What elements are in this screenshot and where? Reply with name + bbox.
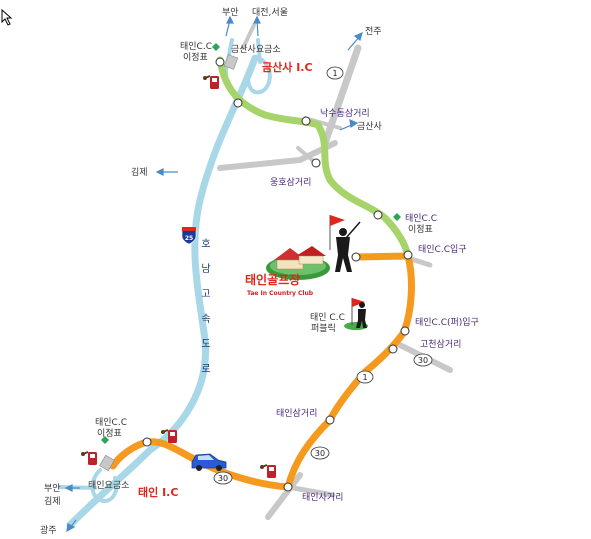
direction-arrows xyxy=(64,15,363,533)
sign-bot-line1: 태인C.C xyxy=(95,417,127,428)
dot-ungho xyxy=(311,158,321,168)
highway-name: 호 남 고 속 도 로 xyxy=(201,238,210,375)
club-name-en: Tae In Country Club xyxy=(247,290,314,297)
public-line2: 퍼블릭 xyxy=(311,322,336,334)
ungho-label: 웅호삼거리 xyxy=(270,177,311,188)
route-badge-r1-top: 1 xyxy=(326,66,344,80)
green-route xyxy=(216,56,412,260)
dir-buan-bottom: 부안 xyxy=(44,483,61,494)
svg-text:호: 호 xyxy=(201,238,210,250)
dot-taeinsa xyxy=(283,482,293,492)
arrow-gimje-mid-icon xyxy=(155,168,178,176)
public-golf-illustration xyxy=(344,298,368,330)
arrow-daejeon-icon xyxy=(253,15,261,37)
gocheon-label: 고천삼거리 xyxy=(420,339,461,350)
arrow-buan-bottom-icon xyxy=(64,484,80,492)
gas-station-icon xyxy=(81,451,97,465)
sign-mid-line1: 태인C.C xyxy=(405,213,437,224)
dot-gocheon xyxy=(388,344,398,354)
mouse-cursor-icon xyxy=(1,8,13,26)
taein-toll-label: 태인요금소 xyxy=(88,480,129,491)
club-name-ko: 태인골프장 xyxy=(245,272,300,287)
dot-naksu xyxy=(301,116,311,126)
taeinsa-label: 태인사거리 xyxy=(302,492,343,503)
gas-station-icon xyxy=(203,75,219,89)
arrow-jeonju-icon xyxy=(347,31,363,51)
svg-text:고: 고 xyxy=(201,289,210,300)
gas-station-icons xyxy=(81,75,276,478)
public-entrance-label: 태인C.C(퍼)입구 xyxy=(415,316,479,328)
arrow-gwangju-icon xyxy=(66,519,77,533)
naksu-label: 낙수동삼거리 xyxy=(320,108,370,119)
road-taeinsa-east xyxy=(285,484,336,498)
golfer-silhouette-icon xyxy=(335,221,361,272)
toll-booths xyxy=(99,54,239,472)
svg-text:30: 30 xyxy=(315,449,325,458)
dir-buan-top: 부안 xyxy=(222,7,239,18)
dir-geumsansa: 금산사 xyxy=(357,121,383,132)
route-badges: 1 30 1 30 30 xyxy=(213,66,433,485)
route-badge-r30-car: 30 xyxy=(213,471,233,485)
direction-labels: 부안 대전,서울 전주 금산사 김제 부안 김제 광주 xyxy=(40,7,383,536)
place-labels: 금산사 I.C 금산사요금소 태인C.C 이정표 낙수동삼거리 웅호삼거리 태인… xyxy=(88,41,479,503)
dot-geumsan-ic xyxy=(215,57,225,67)
sign-mid-diamond-icon xyxy=(393,213,401,221)
svg-text:속: 속 xyxy=(201,313,210,325)
road-top-north xyxy=(241,23,256,50)
dir-gimje-mid: 김제 xyxy=(131,166,148,178)
public-line1: 태인 C.C xyxy=(310,312,345,323)
svg-text:도: 도 xyxy=(201,339,210,350)
route-badge-r30-gocheon: 30 xyxy=(413,353,433,367)
dir-jeonju: 전주 xyxy=(365,26,382,37)
highway-shield-icon: 25 xyxy=(181,226,197,245)
dot-taein-ic xyxy=(142,437,152,447)
svg-text:1: 1 xyxy=(362,373,367,382)
sign-mid-line2: 이정표 xyxy=(408,224,433,235)
taein-ic-label: 태인 I.C xyxy=(138,485,178,499)
dot-public-entrance xyxy=(400,326,410,336)
sign-top-diamond-icon xyxy=(212,43,220,51)
taein-toll-booth-icon xyxy=(99,454,115,472)
svg-text:로: 로 xyxy=(201,364,210,375)
golf-course-illustration: 태인골프장 Tae In Country Club xyxy=(245,215,361,297)
junction-dots xyxy=(142,57,413,492)
svg-text:남: 남 xyxy=(201,263,210,275)
route-badge-r1-mid: 1 xyxy=(356,370,374,384)
geumsan-toll-booth-icon xyxy=(223,54,239,70)
geumsan-ic-label: 금산사 I.C xyxy=(262,60,313,74)
dot-geumsan-loop xyxy=(233,98,243,108)
dot-taein-junction xyxy=(325,415,335,425)
dot-club-road xyxy=(351,252,361,262)
route-badge-r30-low: 30 xyxy=(310,446,330,460)
road-taeinsa-south xyxy=(265,472,303,520)
sign-top-line1: 태인C.C xyxy=(180,41,212,52)
sign-bot-line2: 이정표 xyxy=(97,428,122,439)
svg-text:25: 25 xyxy=(185,235,193,242)
dot-sign-mid xyxy=(373,210,383,220)
gas-station-icon xyxy=(161,429,177,443)
dot-tc-entrance xyxy=(403,250,413,260)
dir-daejeon-seoul: 대전,서울 xyxy=(252,7,288,18)
svg-text:30: 30 xyxy=(218,474,228,483)
gas-station-icon xyxy=(260,464,276,478)
public-golfer-icon xyxy=(356,302,367,328)
sign-top-line2: 이정표 xyxy=(183,52,208,63)
sign-markers xyxy=(101,43,401,444)
flag-icon xyxy=(329,215,345,250)
car-icon xyxy=(191,453,227,471)
gray-roads xyxy=(217,23,453,520)
dir-gwangju: 광주 xyxy=(40,524,57,536)
sign-bot-diamond-icon xyxy=(101,436,109,444)
taein-junction-label: 태인삼거리 xyxy=(276,408,317,419)
arrow-buan-top-icon xyxy=(225,15,234,37)
svg-text:30: 30 xyxy=(418,356,428,365)
geumsan-toll-label: 금산사요금소 xyxy=(231,44,281,55)
arrow-geumsansa-icon xyxy=(339,119,359,131)
svg-text:1: 1 xyxy=(332,69,337,78)
orange-route xyxy=(109,252,415,491)
tc-entrance-label: 태인C.C입구 xyxy=(418,243,467,255)
dir-gimje-bottom: 김제 xyxy=(44,495,61,507)
